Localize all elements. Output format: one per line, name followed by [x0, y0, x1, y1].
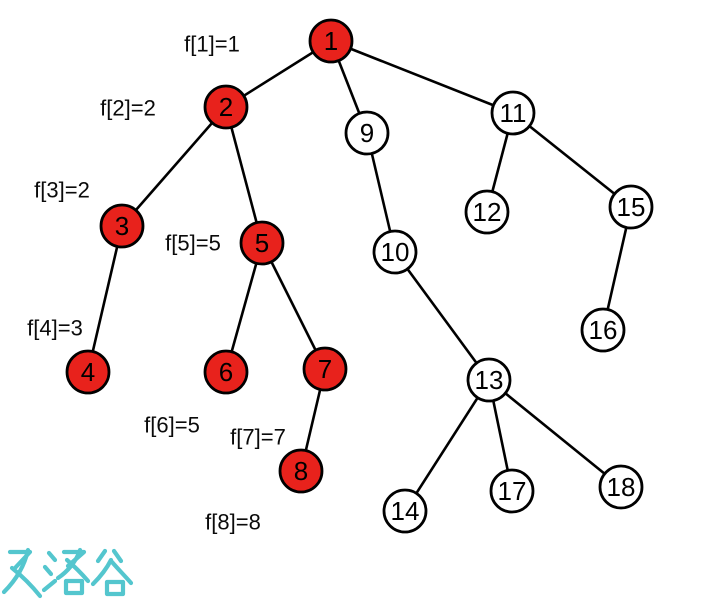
tree-node-label-11: 11	[500, 98, 527, 128]
tree-node-18: 18	[598, 464, 644, 510]
tree-node-label-13: 13	[475, 365, 504, 395]
tree-node-label-2: 2	[219, 92, 233, 122]
annotation-f3: f[3]=2	[34, 178, 90, 203]
tree-edge-13-14	[403, 379, 491, 512]
tree-node-label-17: 17	[498, 476, 527, 506]
annotation-f1: f[1]=1	[184, 32, 240, 57]
tree-edge-2-5	[224, 106, 264, 244]
tree-node-circle-9	[344, 110, 390, 156]
tree-node-1: 1	[308, 18, 354, 64]
tree-node-4: 4	[65, 349, 111, 395]
tree-node-circle-10	[372, 229, 418, 275]
tree-edge-11-15	[512, 111, 632, 209]
tree-node-circle-6	[203, 349, 249, 395]
luogu-logo-icon	[1, 547, 43, 599]
tree-node-label-4: 4	[81, 357, 95, 387]
tree-node-15: 15	[608, 184, 654, 230]
annotation-f8: f[8]=8	[205, 510, 261, 535]
tree-edge-13-18	[488, 378, 622, 489]
tree-node-label-14: 14	[391, 496, 420, 526]
tree-edge-3-4	[86, 225, 124, 373]
tree-node-label-6: 6	[219, 357, 233, 387]
tree-node-12: 12	[464, 189, 510, 235]
tree-node-13: 13	[466, 357, 512, 403]
tree-node-label-7: 7	[318, 354, 332, 384]
tree-edge-2-3	[121, 106, 227, 227]
tree-node-label-15: 15	[617, 192, 646, 222]
tree-node-circle-15	[608, 184, 654, 230]
tree-node-9: 9	[344, 110, 390, 156]
tree-node-label-5: 5	[255, 228, 269, 258]
tree-node-14: 14	[382, 488, 428, 534]
annotation-f4: f[4]=3	[27, 316, 83, 341]
tree-node-circle-17	[489, 468, 535, 514]
tree-node-label-1: 1	[324, 26, 338, 56]
tree-node-circle-18	[598, 464, 644, 510]
tree-node-circle-1	[308, 18, 354, 64]
annotation-f5: f[5]=5	[165, 231, 221, 256]
tree-edge-10-13	[393, 251, 491, 381]
tree-node-circle-3	[99, 203, 145, 249]
tree-node-circle-5	[239, 220, 285, 266]
annotation-f6: f[6]=5	[144, 413, 200, 438]
tree-node-label-18: 18	[607, 472, 636, 502]
annotation-f2: f[2]=2	[100, 96, 156, 121]
tree-node-label-16: 16	[589, 315, 618, 345]
tree-node-circle-4	[65, 349, 111, 395]
tree-edge-1-11	[330, 39, 514, 115]
tree-node-circle-14	[382, 488, 428, 534]
tree-edge-5-7	[260, 242, 327, 370]
luogu-text-gu	[90, 548, 134, 597]
tree-node-label-8: 8	[294, 456, 308, 486]
tree-node-circle-8	[278, 448, 324, 494]
tree-node-label-3: 3	[115, 211, 129, 241]
tree-node-circle-13	[466, 357, 512, 403]
tree-node-10: 10	[372, 229, 418, 275]
luogu-text-luo	[41, 547, 91, 596]
tree-node-3: 3	[99, 203, 145, 249]
annotation-f7: f[7]=7	[230, 425, 286, 450]
tree-node-circle-7	[302, 346, 348, 392]
tree-node-5: 5	[239, 220, 285, 266]
tree-node-label-10: 10	[381, 237, 410, 267]
tree-node-2: 2	[203, 84, 249, 130]
tree-node-17: 17	[489, 468, 535, 514]
tree-node-7: 7	[302, 346, 348, 392]
tree-node-16: 16	[580, 307, 626, 353]
tree-node-label-9: 9	[360, 118, 374, 148]
tree-node-circle-12	[464, 189, 510, 235]
tree-node-label-12: 12	[473, 197, 502, 227]
tree-node-8: 8	[278, 448, 324, 494]
tree-node-circle-16	[580, 307, 626, 353]
tree-node-circle-11	[490, 90, 536, 136]
tree-node-6: 6	[203, 349, 249, 395]
tree-node-11: 11	[490, 90, 536, 136]
tree-node-circle-2	[203, 84, 249, 130]
luogu-watermark	[1, 547, 134, 599]
